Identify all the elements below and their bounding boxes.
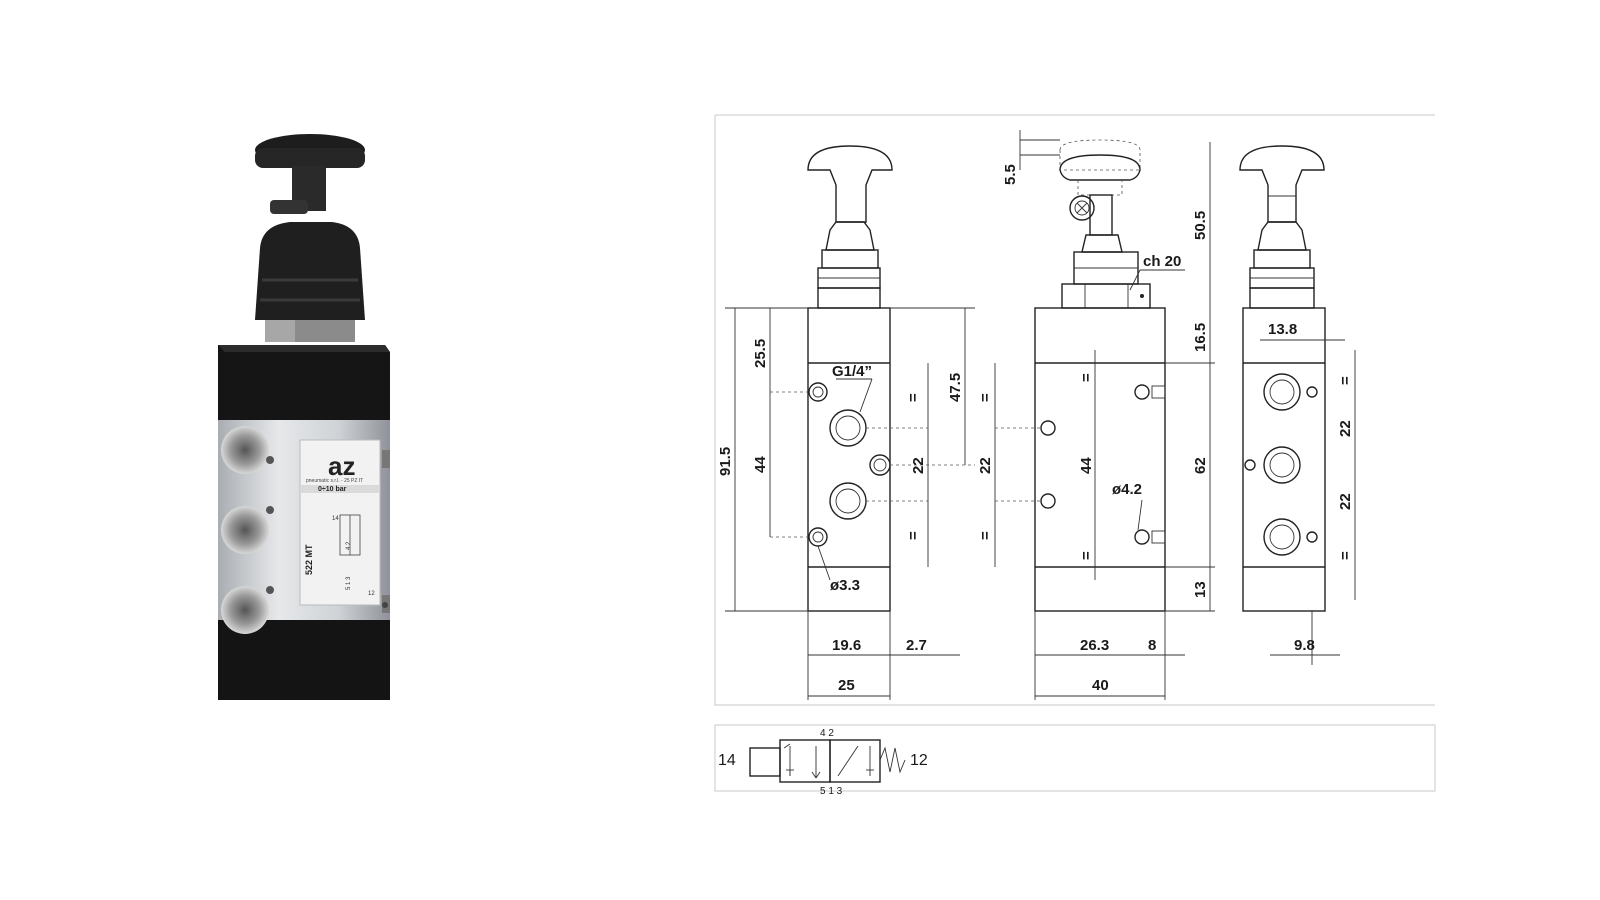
brand-subtitle: pneumatic s.r.l. - 25 PZ IT: [306, 478, 363, 484]
dim-9-8: 9.8: [1294, 637, 1315, 654]
dim-25-5: 25.5: [752, 339, 769, 368]
dim-eq-2: =: [977, 393, 994, 402]
dim-40: 40: [1092, 677, 1109, 694]
label-ports-bottom: 5 1 3: [346, 576, 352, 590]
dim-eq-3: =: [1078, 373, 1095, 382]
label-ports-top: 4 2: [346, 541, 352, 550]
dim-26-3: 26.3: [1080, 637, 1109, 654]
dim-g1-4: G1/4”: [832, 363, 872, 380]
dim-44-a: 44: [752, 456, 769, 473]
dim-ch-20: ch 20: [1143, 253, 1181, 270]
pressure-label: 0÷10 bar: [318, 486, 347, 493]
dim-25: 25: [838, 677, 855, 694]
dim-22-a: 22: [910, 457, 927, 474]
dimension-lines: [725, 130, 1356, 700]
dim-eq-7: =: [1078, 551, 1095, 560]
dim-2-7: 2.7: [906, 637, 927, 654]
dim-eq-8: =: [1337, 551, 1354, 560]
end-view: [1239, 145, 1326, 612]
dim-22-c: 22: [1337, 420, 1354, 437]
dim-dia-4-2: ø4.2: [1112, 481, 1142, 498]
dim-eq-1: =: [905, 393, 922, 402]
brand-logo: az: [328, 451, 355, 481]
front-view: [807, 145, 893, 612]
symbol-ports-top: 4 2: [820, 728, 834, 739]
valve-photo: az pneumatic s.r.l. - 25 PZ IT 0÷10 bar …: [218, 134, 390, 700]
label-port-12: 12: [368, 591, 375, 597]
dim-13: 13: [1192, 581, 1209, 598]
symbol-port-12: 12: [910, 752, 928, 769]
label-port-14: 14: [332, 516, 339, 522]
dim-eq-5: =: [905, 531, 922, 540]
symbol-ports-bottom: 5 1 3: [820, 786, 843, 797]
model-label: 522 MT: [304, 544, 314, 575]
dim-dia-3-3: ø3.3: [830, 577, 860, 594]
dim-13-8: 13.8: [1268, 321, 1297, 338]
dim-50-5: 50.5: [1192, 211, 1209, 240]
dim-44-b: 44: [1078, 457, 1095, 474]
dim-8: 8: [1148, 637, 1156, 654]
dim-91-5: 91.5: [717, 447, 734, 476]
dim-16-5: 16.5: [1192, 323, 1209, 352]
dim-19-6: 19.6: [832, 637, 861, 654]
symbol-port-14: 14: [718, 752, 736, 769]
dim-47-5: 47.5: [947, 373, 964, 402]
dim-62: 62: [1192, 457, 1209, 474]
dim-eq-4: =: [1337, 376, 1354, 385]
dimension-labels: 5.5 50.5 ch 20 16.5 13.8 25.5 G1/4” 47.5…: [717, 164, 1354, 694]
dim-22-d: 22: [1337, 493, 1354, 510]
dim-5-5: 5.5: [1002, 164, 1019, 185]
dim-22-b: 22: [977, 457, 994, 474]
dim-eq-6: =: [977, 531, 994, 540]
pneumatic-symbol: 14 12 4 2 5 1 3: [718, 728, 928, 797]
side-view: [1034, 139, 1166, 612]
